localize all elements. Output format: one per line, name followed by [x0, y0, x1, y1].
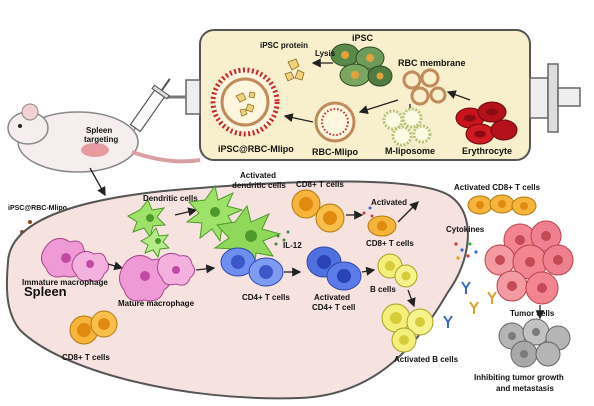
b-cells	[377, 253, 418, 288]
spleen-shape	[5, 180, 469, 400]
syringe-nozzle	[185, 79, 201, 115]
rbc-mlipo-label: RBC-Mlipo	[312, 147, 358, 157]
tumor-cells	[484, 220, 574, 305]
syringe-plunger-handle	[547, 63, 559, 133]
mouse-ear	[21, 103, 39, 121]
macrophage-to-cd4-arrow	[195, 264, 216, 274]
mature-macrophages	[119, 252, 196, 302]
il12-label: IL-12	[283, 241, 302, 250]
inhibiting-label-2: and metastasis	[496, 384, 554, 393]
syringe-plunger-cap	[557, 87, 581, 107]
mouse-spleen-spot	[81, 143, 109, 157]
dead-tumor-cells	[498, 318, 571, 368]
cd4-t-cells	[220, 247, 284, 287]
mouse-to-spleen-arrow	[89, 167, 106, 197]
spleen-targeting-label: Spleen	[86, 126, 112, 135]
ipsc-rbc-mlipo-label: iPSC@RBC-Mlipo	[218, 144, 294, 154]
activated-dc-label-1: Activated	[240, 171, 276, 180]
activated-cd8-attack	[467, 194, 537, 216]
mouse-eye	[18, 124, 22, 128]
cd4-label: CD4+ T cells	[242, 293, 290, 302]
dendritic-cells	[127, 199, 171, 259]
activated-b-cells	[381, 303, 434, 353]
erythrocytes	[455, 101, 518, 145]
ipsc-protein-fragments	[284, 58, 305, 82]
b-cells-label: B cells	[370, 285, 396, 294]
injected-label: iPSC@RBC-Mlipo	[8, 205, 67, 212]
to-rbc-mlipo-arrow	[358, 99, 399, 114]
activated-cd8-inner-label-2: CD8+ T cells	[366, 239, 414, 248]
cd4-to-bcell-arrow	[361, 266, 376, 276]
immature-macrophage-label: Immature macrophage	[22, 278, 108, 287]
cd8-to-tumor-arrow	[397, 201, 419, 223]
cd8-t-cells-bottom	[69, 310, 118, 345]
rbc-mlipo-particle	[314, 101, 356, 143]
rbc-membrane-label: RBC membrane	[398, 58, 466, 68]
ipsc-cluster	[330, 43, 393, 87]
m-liposome-label: M-liposome	[385, 146, 435, 156]
erythrocyte-to-membrane-arrow	[446, 90, 471, 101]
mouse-tail	[131, 150, 201, 164]
activated-cd4-label-1: Activated	[314, 293, 350, 302]
cd8-t-cells-top	[291, 189, 345, 233]
activated-cd8-tumor-label: Activated CD8+ T cells	[454, 183, 541, 192]
syringe	[160, 29, 581, 161]
activated-cd4-cells	[306, 246, 362, 291]
lysis-label: Lysis	[315, 49, 336, 58]
cytokines-label: Cytokines	[446, 225, 485, 234]
ipsc-label: iPSC	[352, 33, 374, 43]
cd8-bottom-label: CD8+ T cells	[62, 353, 110, 362]
mouse	[7, 103, 201, 173]
ipsc-protein-label: iPSC protein	[260, 41, 308, 50]
cd8-top-label: CD8+ T cells	[296, 180, 344, 189]
inhibiting-label-1: Inhibiting tumor growth	[474, 373, 564, 382]
antibody-icons	[443, 281, 497, 328]
macrophage-maturation-arrow	[107, 261, 124, 271]
activated-cd4-label-2: CD4+ T cell	[312, 303, 355, 312]
spleen-title: Spleen	[24, 284, 67, 299]
syringe-plunger-rod	[529, 77, 549, 119]
dc-activation-arrow	[174, 207, 198, 217]
tumor-cells-label: Tumor cells	[510, 309, 555, 318]
injection-syringe-icon	[125, 78, 171, 142]
bcell-activation-arrow	[407, 289, 416, 308]
dendritic-cells-label: Dendritic cells	[143, 194, 198, 203]
ipsc-rbc-mlipo-particle	[210, 67, 280, 137]
erythrocyte-label: Erythrocyte	[462, 146, 512, 156]
rbc-membrane-rings	[402, 68, 447, 106]
cytokine-dots	[454, 242, 478, 260]
il12-dots	[274, 230, 290, 246]
activated-dendritic-cells	[185, 184, 282, 272]
activated-dc-label-2: dendritic cells	[232, 181, 286, 190]
activated-b-cells-label: Activated B cells	[394, 355, 459, 364]
mature-macrophage-label: Mature macrophage	[118, 299, 195, 308]
immature-macrophages	[41, 238, 110, 282]
to-ipsc-rbc-mlipo-arrow	[283, 113, 314, 123]
activated-cd8-inner-label-1: Activated	[371, 198, 407, 207]
m-liposomes	[382, 107, 432, 147]
spleen-targeting-label-2: targeting	[84, 135, 118, 144]
activated-cd8-inner	[362, 206, 397, 237]
